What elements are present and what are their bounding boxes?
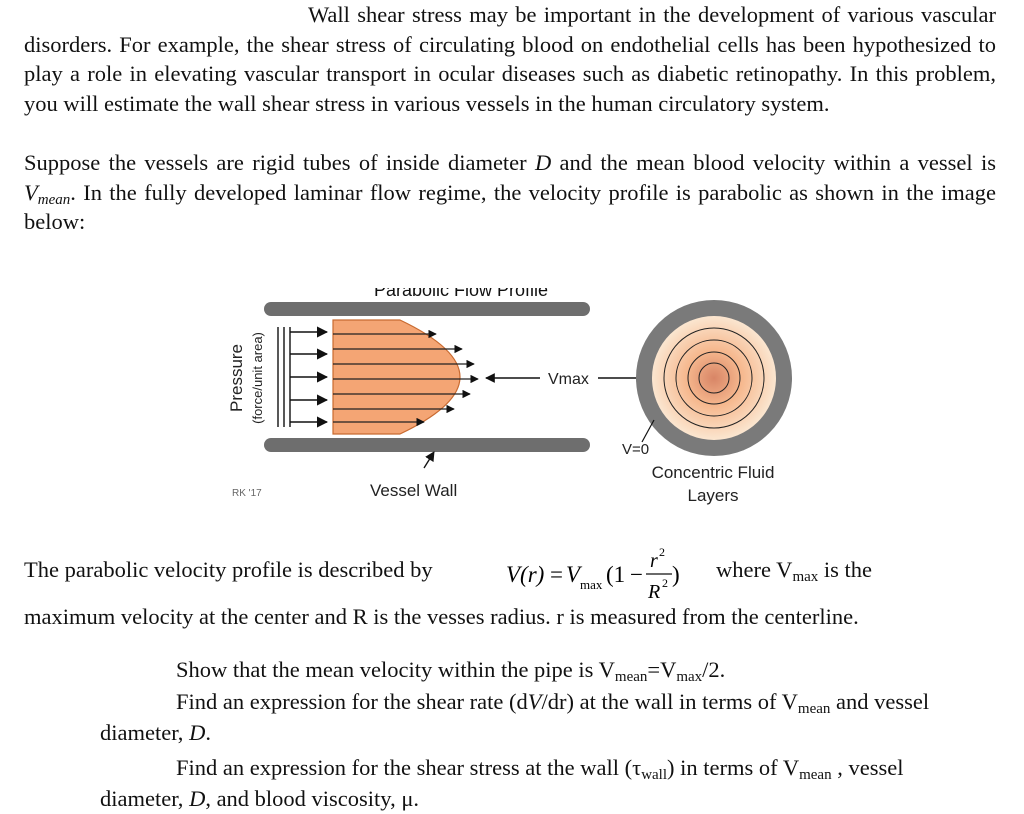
parabolic-profile xyxy=(332,319,461,435)
flow-diagram: Parabolic Flow Profile xyxy=(222,282,804,505)
svg-text:(1: (1 xyxy=(606,562,625,587)
cross-section xyxy=(636,300,792,456)
pressure-unit-label: (force/unit area) xyxy=(250,332,265,424)
svg-text:R: R xyxy=(647,581,660,603)
figure-credit: RK '17 xyxy=(232,488,262,499)
question-1: Show that the mean velocity within the p… xyxy=(176,657,726,685)
p2-text-a: Suppose the vessels are rigid tubes of i… xyxy=(24,150,535,175)
svg-text:V(r): V(r) xyxy=(506,562,544,587)
intro-paragraph-1: Wall shear stress may be important in th… xyxy=(24,2,996,116)
svg-text:2: 2 xyxy=(659,545,665,559)
parabolic-flow-figure: Parabolic Flow Profile xyxy=(222,282,804,512)
formula-lead-text: The parabolic velocity profile is descri… xyxy=(24,557,433,582)
vmax-label: Vmax xyxy=(548,371,589,388)
vmean-symbol: Vmean xyxy=(24,179,71,208)
vessel-wall-top xyxy=(264,302,590,316)
pressure-label: Pressure xyxy=(227,344,246,412)
formula-tail: where Vmax is the xyxy=(716,557,873,585)
p2-text-c: . In the fully developed laminar flow re… xyxy=(24,179,996,235)
svg-text:max: max xyxy=(580,577,603,592)
svg-text:r: r xyxy=(650,550,658,572)
svg-text:V: V xyxy=(566,562,583,587)
svg-text:2: 2 xyxy=(662,576,668,590)
svg-text:): ) xyxy=(672,562,680,587)
vessel-wall-bottom xyxy=(264,438,590,452)
radius-explanation: maximum velocity at the center and R is … xyxy=(24,604,859,629)
concentric-label-1: Concentric Fluid xyxy=(652,463,775,482)
p2-text-b: and the mean blood velocity within a ves… xyxy=(551,150,996,175)
vessel-wall-label: Vessel Wall xyxy=(370,481,457,500)
concentric-label-2: Layers xyxy=(687,486,738,505)
diameter-symbol: D xyxy=(534,150,552,175)
v-zero-label: V=0 xyxy=(622,441,649,458)
formula-line: The parabolic velocity profile is descri… xyxy=(24,540,1014,610)
pressure-arrows xyxy=(290,326,329,428)
svg-text:−: − xyxy=(630,562,643,587)
velocity-formula: V(r) = V max (1 − r 2 R 2 ) xyxy=(506,545,680,603)
svg-text:=: = xyxy=(550,562,563,587)
question-2: Find an expression for the shear rate (d… xyxy=(100,689,930,745)
intro-paragraph-2: Suppose the vessels are rigid tubes of i… xyxy=(24,148,996,237)
question-3: Find an expression for the shear stress … xyxy=(100,755,904,811)
